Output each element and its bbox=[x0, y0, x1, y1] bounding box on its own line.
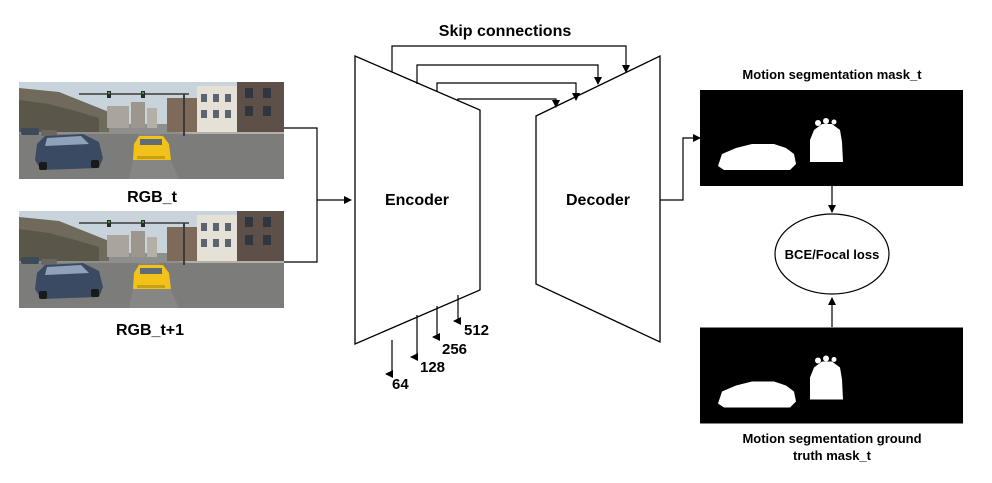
decoder-label: Decoder bbox=[566, 192, 630, 209]
skip-connections-label: Skip connections bbox=[439, 23, 572, 40]
channel-256: 256 bbox=[442, 341, 467, 358]
loss-label: BCE/Focal loss bbox=[785, 247, 880, 262]
channel-128: 128 bbox=[420, 359, 445, 376]
rgb-t-image bbox=[19, 82, 284, 179]
rgb-t1-image bbox=[19, 211, 284, 308]
predicted-mask-image bbox=[700, 90, 963, 186]
loss-ellipse bbox=[774, 213, 890, 295]
decoder-output-arrow bbox=[660, 134, 701, 201]
ground-truth-mask-label-line1: Motion segmentation ground bbox=[742, 431, 921, 446]
ground-truth-mask-image bbox=[700, 327, 963, 424]
channel-64: 64 bbox=[392, 376, 409, 393]
channel-512: 512 bbox=[464, 322, 489, 339]
rgb-t-label: RGB_t bbox=[127, 189, 177, 206]
skip-connections bbox=[391, 45, 630, 108]
rgb-t1-label: RGB_t+1 bbox=[116, 322, 184, 339]
encoder-label: Encoder bbox=[385, 192, 449, 209]
decoder-block bbox=[535, 54, 661, 344]
encoder-feature-arrows bbox=[385, 295, 461, 378]
predicted-mask-label: Motion segmentation mask_t bbox=[742, 67, 922, 82]
ground-truth-mask-label-line2: truth mask_t bbox=[793, 448, 872, 463]
encoder-block bbox=[354, 55, 481, 345]
input-connector bbox=[284, 127, 352, 263]
